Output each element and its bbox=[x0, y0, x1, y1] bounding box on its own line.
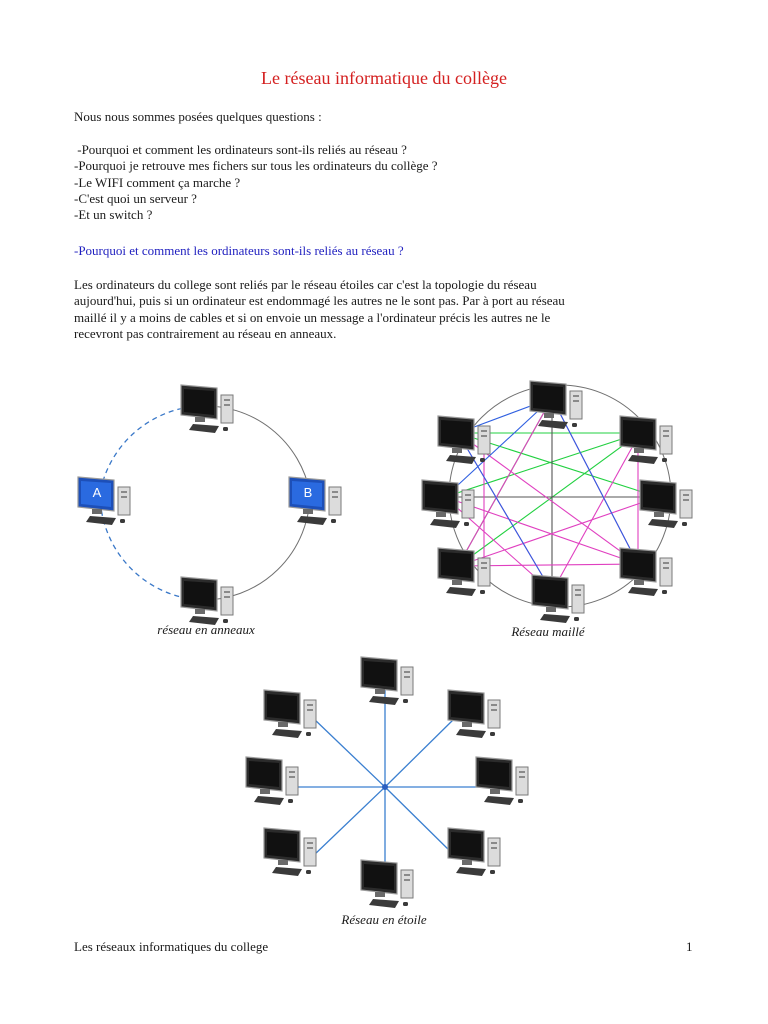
computer-icon bbox=[263, 689, 317, 739]
computer-icon bbox=[437, 415, 491, 465]
computer-a-label: A bbox=[93, 485, 102, 500]
question-item: -Pourquoi et comment les ordinateurs son… bbox=[74, 142, 407, 157]
ring-link bbox=[199, 405, 311, 494]
question-item: -C'est quoi un serveur ? bbox=[74, 190, 197, 206]
star-caption: Réseau en étoile bbox=[341, 912, 427, 927]
section-heading: -Pourquoi et comment les ordinateurs son… bbox=[74, 243, 404, 258]
ring-link-dashed bbox=[99, 405, 201, 494]
question-item: -Le WIFI comment ça marche ? bbox=[74, 174, 241, 190]
computer-icon bbox=[360, 656, 414, 706]
page-title: Le réseau informatique du collège bbox=[261, 68, 507, 88]
mesh-diagram bbox=[421, 380, 693, 624]
computer-icon bbox=[245, 756, 299, 806]
body-line: maillé il y a moins de cables et si on e… bbox=[74, 309, 551, 325]
body-line: recevront pas contrairement au réseau en… bbox=[74, 325, 337, 341]
computer-icon bbox=[180, 576, 234, 626]
computer-b-icon bbox=[288, 476, 342, 526]
computer-icon bbox=[437, 547, 491, 597]
computer-icon bbox=[360, 859, 414, 909]
computer-icon bbox=[421, 479, 475, 529]
body-line: Les ordinateurs du college sont reliés p… bbox=[74, 277, 537, 292]
intro-text: Nous nous sommes posées quelques questio… bbox=[74, 109, 322, 124]
question-item: -Pourquoi je retrouve mes fichers sur to… bbox=[74, 158, 438, 174]
computer-icon bbox=[531, 574, 585, 624]
computer-a-icon bbox=[77, 476, 131, 526]
computer-icon bbox=[639, 479, 693, 529]
computer-icon bbox=[263, 827, 317, 877]
computer-icon bbox=[619, 547, 673, 597]
ring-caption: réseau en anneaux bbox=[157, 622, 255, 637]
mesh-caption: Réseau maillé bbox=[511, 624, 585, 639]
footer-title: Les réseaux informatiques du college bbox=[74, 939, 269, 954]
computer-icon bbox=[447, 827, 501, 877]
body-line: aujourd'hui, puis si un ordinateur est e… bbox=[74, 293, 565, 309]
computer-b-label: B bbox=[304, 485, 313, 500]
star-hub bbox=[382, 784, 388, 790]
computer-icon bbox=[447, 689, 501, 739]
star-diagram bbox=[245, 656, 529, 909]
computer-icon bbox=[475, 756, 529, 806]
ring-diagram: A B bbox=[77, 384, 342, 626]
mesh-links bbox=[444, 397, 659, 593]
page-number: 1 bbox=[686, 939, 693, 954]
computer-icon bbox=[529, 380, 583, 430]
question-item: -Et un switch ? bbox=[74, 207, 153, 223]
computer-icon bbox=[180, 384, 234, 434]
ring-link-dashed bbox=[99, 492, 201, 601]
questions-list: -Pourquoi et comment les ordinateurs son… bbox=[74, 142, 438, 223]
body-paragraph: Les ordinateurs du college sont reliés p… bbox=[74, 277, 674, 342]
